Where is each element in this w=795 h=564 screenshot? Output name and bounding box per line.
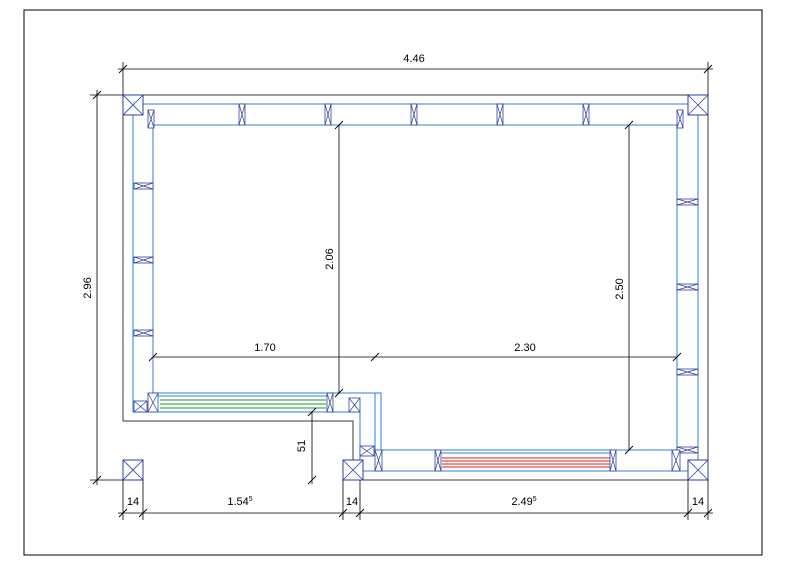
top-wall-joints xyxy=(147,103,684,129)
wall-joint xyxy=(359,445,375,457)
wall-joint xyxy=(410,103,418,126)
label-inner-span-left: 1.70 xyxy=(254,342,275,354)
corner-post-bottom-right xyxy=(687,459,709,481)
corner-post-top-left xyxy=(122,94,144,116)
left-wall-joints xyxy=(133,182,154,337)
wall-joint xyxy=(582,103,590,126)
wall-joint xyxy=(133,400,148,413)
right-wall-joints xyxy=(676,198,699,454)
notch-return xyxy=(329,392,376,450)
label-overall-height: 2.96 xyxy=(82,277,94,298)
wall-joint xyxy=(324,103,332,126)
label-wall-left: 14 xyxy=(127,496,139,508)
dimension-lines xyxy=(90,62,713,520)
wall-joint xyxy=(147,392,159,413)
corner-post-bottom-middle xyxy=(342,459,364,481)
label-segment-left-main: 1.54 xyxy=(227,496,248,508)
wall-joint xyxy=(676,368,699,376)
label-segment-right-main: 2.49 xyxy=(511,496,532,508)
left-window xyxy=(133,392,361,413)
label-segment-right: 2.495 xyxy=(511,496,536,508)
label-wall-middle: 14 xyxy=(346,496,358,508)
right-window xyxy=(359,445,681,472)
corner-post-bottom-left xyxy=(122,459,144,481)
wall-joint xyxy=(676,283,699,291)
sheet-border xyxy=(23,9,763,556)
wall-joint xyxy=(326,392,334,413)
label-wall-right: 14 xyxy=(692,496,704,508)
wall-joint xyxy=(676,446,699,454)
wall-joint xyxy=(133,182,154,190)
wall-joint xyxy=(133,329,154,337)
label-overall-width: 4.46 xyxy=(403,53,424,65)
wall-joint xyxy=(133,256,154,264)
wall-joint xyxy=(348,397,361,413)
corner-posts xyxy=(122,94,709,481)
dimension-labels: 4.46 2.96 2.06 2.50 1.70 2.30 51 14 1.54… xyxy=(82,53,704,508)
label-interior-height-right: 2.50 xyxy=(614,278,626,299)
wall-joint xyxy=(609,449,617,472)
wall-joint xyxy=(676,109,684,129)
wall-joint xyxy=(676,198,699,206)
wall-joint xyxy=(496,103,504,126)
inner-face-line xyxy=(152,124,678,451)
label-inner-span-right: 2.30 xyxy=(514,342,535,354)
label-segment-left-sup: 5 xyxy=(249,496,253,503)
wall-joint xyxy=(671,449,681,472)
wall-joint xyxy=(374,449,383,472)
label-segment-left: 1.545 xyxy=(227,496,252,508)
wall-joint xyxy=(147,109,155,129)
label-interior-height-left: 2.06 xyxy=(324,248,336,269)
label-step-depth: 51 xyxy=(296,440,308,452)
wall-joint xyxy=(434,449,442,472)
corner-post-top-right xyxy=(687,94,709,116)
wall-joint xyxy=(238,103,246,126)
label-segment-right-sup: 5 xyxy=(533,496,537,503)
